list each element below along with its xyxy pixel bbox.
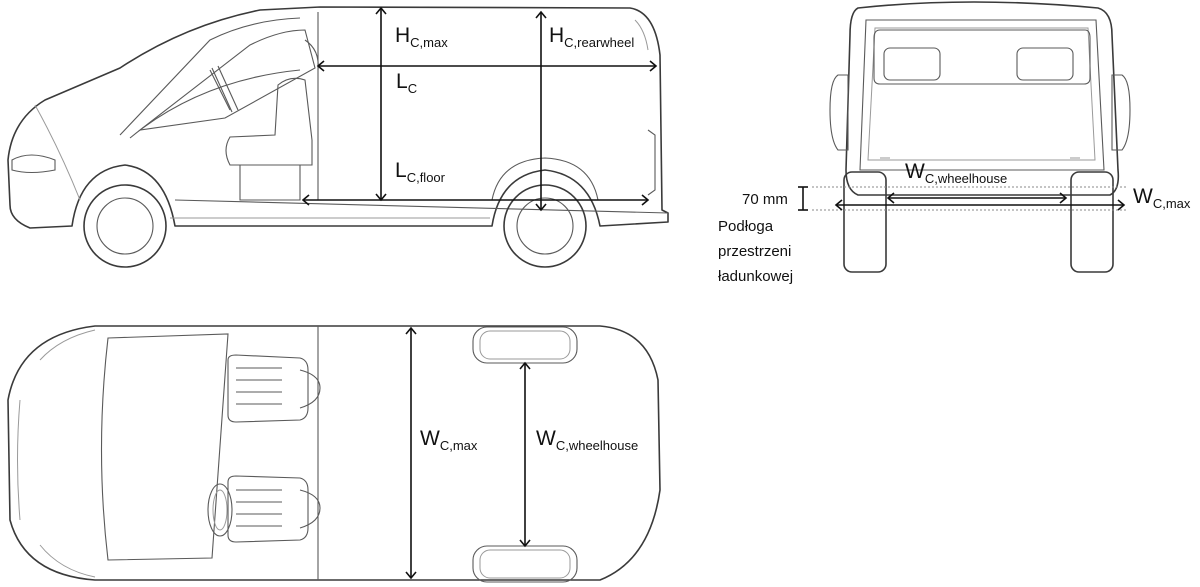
label-w-c-max-top: WC,max (420, 427, 478, 453)
side-view: HC,max HC,rearwheel LC LC,floor (7, 6, 669, 268)
dim-w-c-wheelhouse-top (519, 361, 531, 548)
floor-note-line-1: Podłoga (718, 218, 774, 235)
dim-w-c-wheelhouse-rear (886, 192, 1068, 204)
floor-note-line-2: przestrzeni (718, 243, 791, 260)
dim-w-c-max-top (405, 326, 417, 580)
dim-h-c-max (375, 6, 387, 202)
rear-view: WC,wheelhouse WC,max 70 mm Podłoga przes… (718, 1, 1191, 285)
label-w-c-wheelhouse-top: WC,wheelhouse (536, 427, 638, 453)
dim-l-c-floor (301, 194, 650, 206)
label-h-c-max: HC,max (395, 24, 448, 50)
floor-note-line-3: ładunkowej (718, 268, 793, 285)
dim-l-c (316, 60, 658, 72)
dim-w-c-max-rear (834, 199, 1126, 211)
label-70mm: 70 mm (742, 191, 788, 208)
top-view: WC,max WC,wheelhouse (7, 325, 661, 583)
label-w-c-max-rear: WC,max (1133, 185, 1191, 211)
dim-70mm (798, 186, 808, 211)
label-h-c-rearwheel: HC,rearwheel (549, 24, 634, 50)
label-w-c-wheelhouse-rear: WC,wheelhouse (905, 160, 1007, 186)
label-l-c-floor: LC,floor (395, 159, 446, 185)
label-l-c: LC (396, 70, 417, 96)
dim-h-c-rearwheel (535, 10, 547, 212)
